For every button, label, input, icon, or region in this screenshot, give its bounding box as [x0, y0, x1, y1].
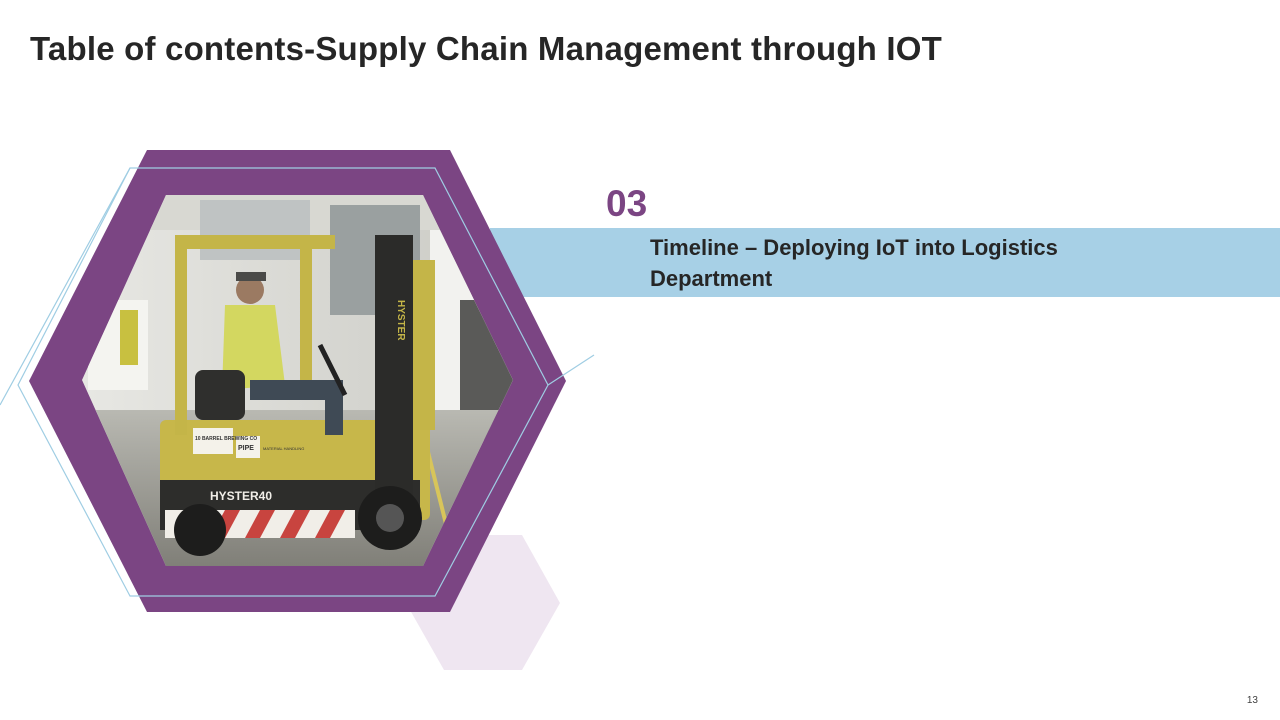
forklift-photo: HYSTER40 HYSTER 10 BARREL BREWING CO PIP…	[82, 195, 513, 566]
outline-hexagon	[17, 167, 549, 597]
slide-title: Table of contents-Supply Chain Managemen…	[30, 30, 942, 67]
photo-text-hyster: HYSTER	[395, 300, 406, 341]
section-band	[490, 228, 1280, 297]
photo-text-brewing: 10 BARREL BREWING CO	[195, 436, 257, 442]
photo-text-material-handling: MATERIAL HANDLING	[263, 446, 304, 451]
outline-accent-line	[0, 167, 131, 406]
outline-accent-line-right	[547, 354, 595, 386]
section-title[interactable]: Timeline – Deploying IoT into Logistics …	[650, 235, 1058, 291]
section-number: 03	[606, 183, 648, 224]
photo-text-hyster40: HYSTER40	[210, 489, 272, 503]
photo-text-pipe: PIPE	[238, 445, 254, 452]
page-number: 13	[1246, 695, 1258, 706]
